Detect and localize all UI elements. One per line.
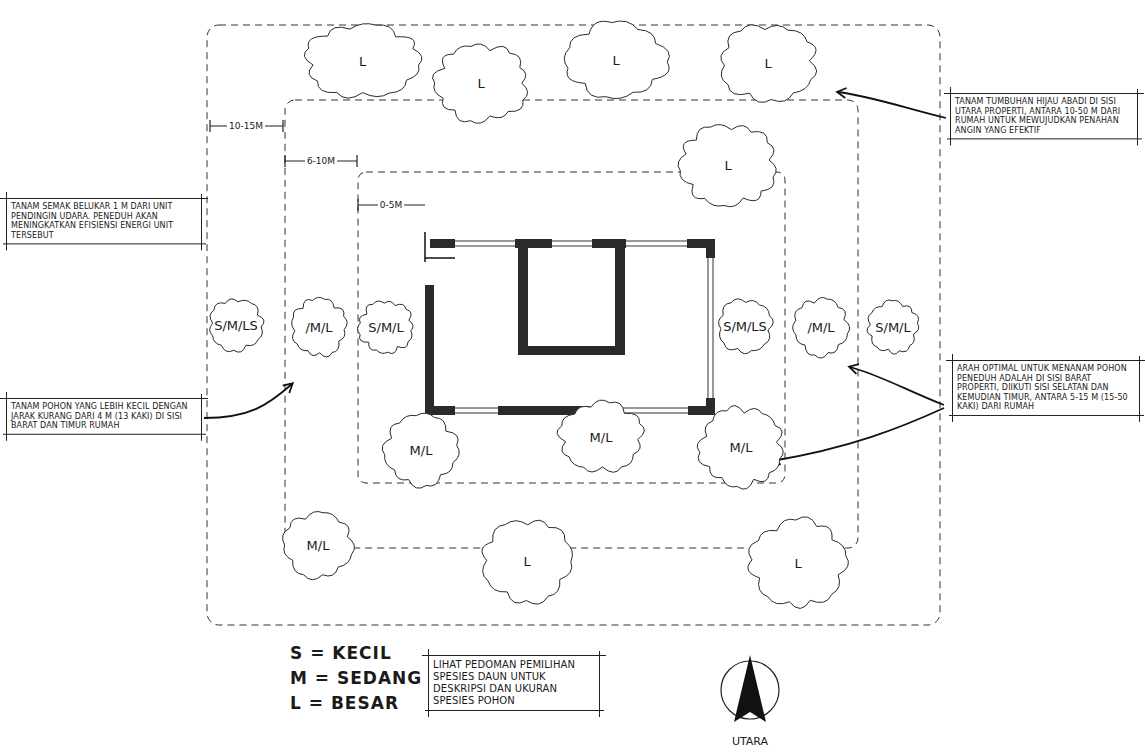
- tree-size-label: S/M/L: [875, 321, 910, 334]
- dimension-label: UTARA: [730, 735, 770, 748]
- tree-symbol: L: [560, 18, 672, 102]
- tree-size-label: /M/L: [807, 321, 834, 334]
- note-box: TANAM TUMBUHAN HIJAU ABADI DI SISI UTARA…: [950, 93, 1138, 139]
- north-arrow: [721, 655, 779, 722]
- tree-symbol: M/L: [279, 508, 357, 582]
- tree-size-label: M/L: [410, 444, 433, 457]
- tree-size-label: L: [724, 159, 731, 172]
- tree-size-label: S/M/L: [368, 321, 403, 334]
- tree-symbol: /M/L: [288, 294, 350, 360]
- tree-symbol: S/M/L: [355, 297, 417, 357]
- tree-size-label: L: [794, 557, 801, 570]
- tree-size-label: L: [612, 54, 619, 67]
- tree-symbol: L: [478, 515, 576, 607]
- tree-size-label: S/M/LS: [723, 320, 767, 333]
- tree-symbol: /M/L: [790, 294, 852, 360]
- note-text: LIHAT PEDOMAN PEMILIHAN SPESIES DAUN UNT…: [433, 659, 595, 707]
- planting-zone: [207, 25, 940, 625]
- tree-symbol: S/M/LS: [205, 295, 267, 355]
- tree-size-label: M/L: [730, 441, 753, 454]
- tree-size-label: L: [477, 77, 484, 90]
- tree-symbol: M/L: [380, 410, 462, 490]
- note-text: TANAM SEMAK BELUKAR 1 M DARI UNIT PENDIN…: [11, 202, 197, 240]
- tree-size-label: /M/L: [305, 321, 332, 334]
- tree-symbol: L: [715, 20, 821, 106]
- dimension-line: [210, 120, 425, 211]
- tree-symbol: S/M/LS: [714, 295, 776, 357]
- note-box: ARAH OPTIMAL UNTUK MENANAM POHON PENEDUH…: [952, 360, 1140, 416]
- dimension-label: 0-5M: [378, 200, 404, 211]
- tree-symbol: M/L: [695, 403, 787, 491]
- house-plan: [425, 232, 715, 415]
- note-box: TANAM POHON YANG LEBIH KECIL DENGAN JARA…: [6, 398, 202, 435]
- tree-symbol: L: [675, 120, 781, 210]
- dimension-label: 10-15M: [227, 121, 265, 132]
- note-text: TANAM TUMBUHAN HIJAU ABADI DI SISI UTARA…: [955, 97, 1133, 135]
- dimension-label: 6-10M: [305, 156, 337, 167]
- tree-size-label: L: [359, 55, 366, 68]
- legend-text: S = KECIL: [290, 645, 392, 662]
- note-box: LIHAT PEDOMAN PEMILIHAN SPESIES DAUN UNT…: [428, 655, 600, 711]
- tree-size-label: L: [764, 57, 771, 70]
- legend-text: M = SEDANG: [290, 670, 422, 687]
- legend-text: L = BESAR: [290, 695, 399, 712]
- tree-size-label: M/L: [307, 539, 330, 552]
- note-text: ARAH OPTIMAL UNTUK MENANAM POHON PENEDUH…: [957, 364, 1135, 412]
- tree-symbol: M/L: [555, 398, 647, 476]
- tree-symbol: L: [745, 515, 851, 611]
- tree-size-label: L: [523, 555, 530, 568]
- note-text: TANAM POHON YANG LEBIH KECIL DENGAN JARA…: [11, 402, 197, 431]
- leader-arrow: [204, 92, 946, 461]
- note-box: TANAM SEMAK BELUKAR 1 M DARI UNIT PENDIN…: [6, 198, 202, 244]
- tree-size-label: M/L: [590, 431, 613, 444]
- tree-symbol: S/M/L: [864, 297, 922, 357]
- tree-symbol: L: [300, 20, 425, 102]
- tree-symbol: L: [430, 40, 532, 126]
- tree-size-label: S/M/LS: [214, 319, 258, 332]
